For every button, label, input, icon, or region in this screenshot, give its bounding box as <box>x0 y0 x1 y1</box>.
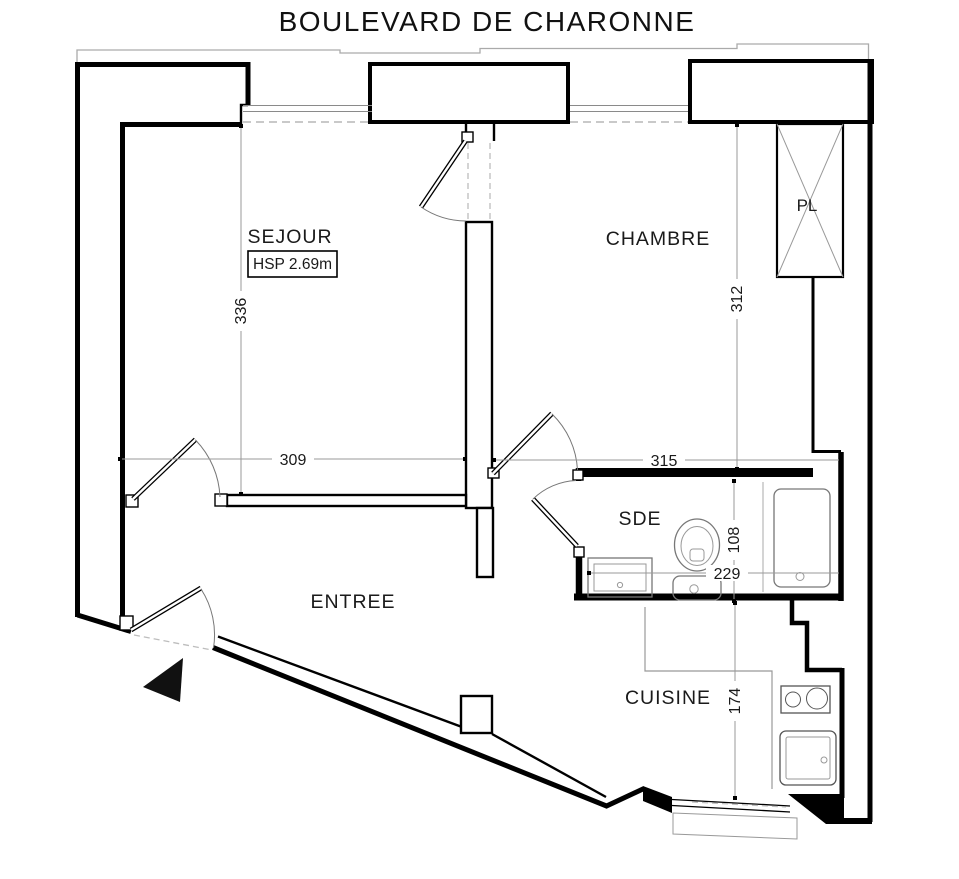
entry-door-leaf-core <box>130 586 202 632</box>
street-title: BOULEVARD DE CHARONNE <box>279 6 696 37</box>
cuisine-fixtures <box>779 685 837 786</box>
wall-diagonal-outer <box>212 645 646 809</box>
label-sejour: SEJOUR <box>247 226 332 248</box>
label-cuisine: CUISINE <box>625 687 711 709</box>
kitchen-sink-drain-icon <box>820 756 828 764</box>
wall-pier-center <box>368 62 570 124</box>
entry-door-dashed <box>133 634 213 651</box>
cooktop-burner-large <box>806 687 828 710</box>
cooktop-burner-small <box>785 691 801 708</box>
facade-line <box>76 43 870 64</box>
placard-cross-icon <box>776 123 844 278</box>
sde-sink-drain-icon <box>616 581 624 589</box>
facade-outline <box>76 43 870 64</box>
toilet-bowl-icon <box>673 518 721 572</box>
ceiling-height-box <box>247 250 338 278</box>
label-entree: ENTREE <box>310 591 395 613</box>
wall-top-left <box>75 62 251 617</box>
sde-door-leaf-core <box>532 498 578 547</box>
top-door-opening-dashed <box>467 143 491 219</box>
sde-door-jamb-bottom <box>573 546 585 558</box>
cooktop-icon <box>780 685 831 714</box>
wall-diagonal-inner <box>217 635 463 729</box>
sejour-window <box>243 105 372 112</box>
sejour-chambre-door-leaf-core <box>420 140 467 208</box>
kitchen-sink-icon <box>779 730 837 786</box>
room-labels: SEJOUR HSP 2.69m CHAMBRE PL SDE ENTREE C… <box>247 196 817 709</box>
windows <box>243 105 798 840</box>
entry-door-arc <box>200 588 216 649</box>
toilet-flush-icon <box>689 584 699 594</box>
toilet-tank-icon <box>672 575 722 601</box>
sejour-door-arc <box>195 439 221 498</box>
dim-sejour-height: 336 <box>233 298 250 325</box>
label-sde: SDE <box>618 508 661 530</box>
placard-closet <box>775 122 845 279</box>
kitchen-duct-wall <box>789 600 842 673</box>
cuisine-window-dashed <box>691 801 787 808</box>
cuisine-window-sill <box>672 812 798 840</box>
dim-sejour-width: 309 <box>280 452 307 469</box>
toilet-bowl-inner <box>680 526 714 566</box>
partition-entree <box>475 506 495 579</box>
sde-sink-basin <box>593 563 647 592</box>
wall-diagonal-inner2 <box>491 732 607 799</box>
chambre-right-wall <box>811 277 841 453</box>
kitchen-sink-basin <box>785 736 831 780</box>
cuisine-window <box>671 798 791 813</box>
dimension-labels: 336 309 315 312 108 229 174 <box>233 279 748 721</box>
shower-tray-icon <box>773 488 831 588</box>
sde-door-arc <box>532 480 577 500</box>
kitchen-window-jamb-left <box>643 786 672 813</box>
sde-door-jamb-top <box>572 469 584 481</box>
wall-pier-right <box>688 59 874 124</box>
kitchen-counter-edge <box>644 607 773 789</box>
label-chambre: CHAMBRE <box>606 228 711 250</box>
chambre-door-arc <box>551 413 578 471</box>
sde-sink-icon <box>587 557 653 598</box>
dimension-dots <box>118 123 843 800</box>
toilet-seat-detail <box>689 548 705 562</box>
entry-arrow-icon <box>143 658 183 702</box>
chambre-door-leaf-core <box>492 412 553 475</box>
dim-cuisine-height: 174 <box>727 688 744 715</box>
doors <box>129 139 579 702</box>
wall-pier-diagonal <box>459 694 494 735</box>
dim-chambre-height: 312 <box>729 286 746 313</box>
label-ceiling-height: HSP 2.69m <box>253 256 332 273</box>
chambre-window <box>570 105 688 112</box>
label-placard: PL <box>797 196 818 215</box>
dim-sde-width: 229 <box>714 566 741 583</box>
partition-sejour-entree <box>225 493 468 508</box>
sde-fixtures <box>587 482 831 601</box>
sejour-chambre-door-arc <box>420 206 467 222</box>
exterior-walls <box>75 59 874 824</box>
dim-sde-height: 108 <box>726 527 743 554</box>
wall-bottom-right-block <box>788 794 872 824</box>
sejour-door-jamb-right <box>214 493 228 507</box>
dim-chambre-width: 315 <box>651 453 678 470</box>
sejour-door-leaf-core <box>132 438 197 500</box>
hinge-plate-top-door <box>461 131 474 143</box>
entry-jamb <box>119 615 134 631</box>
partition-sejour-chambre <box>464 220 494 510</box>
shower-drain-icon <box>795 572 805 581</box>
wall-left-inner <box>120 122 241 621</box>
